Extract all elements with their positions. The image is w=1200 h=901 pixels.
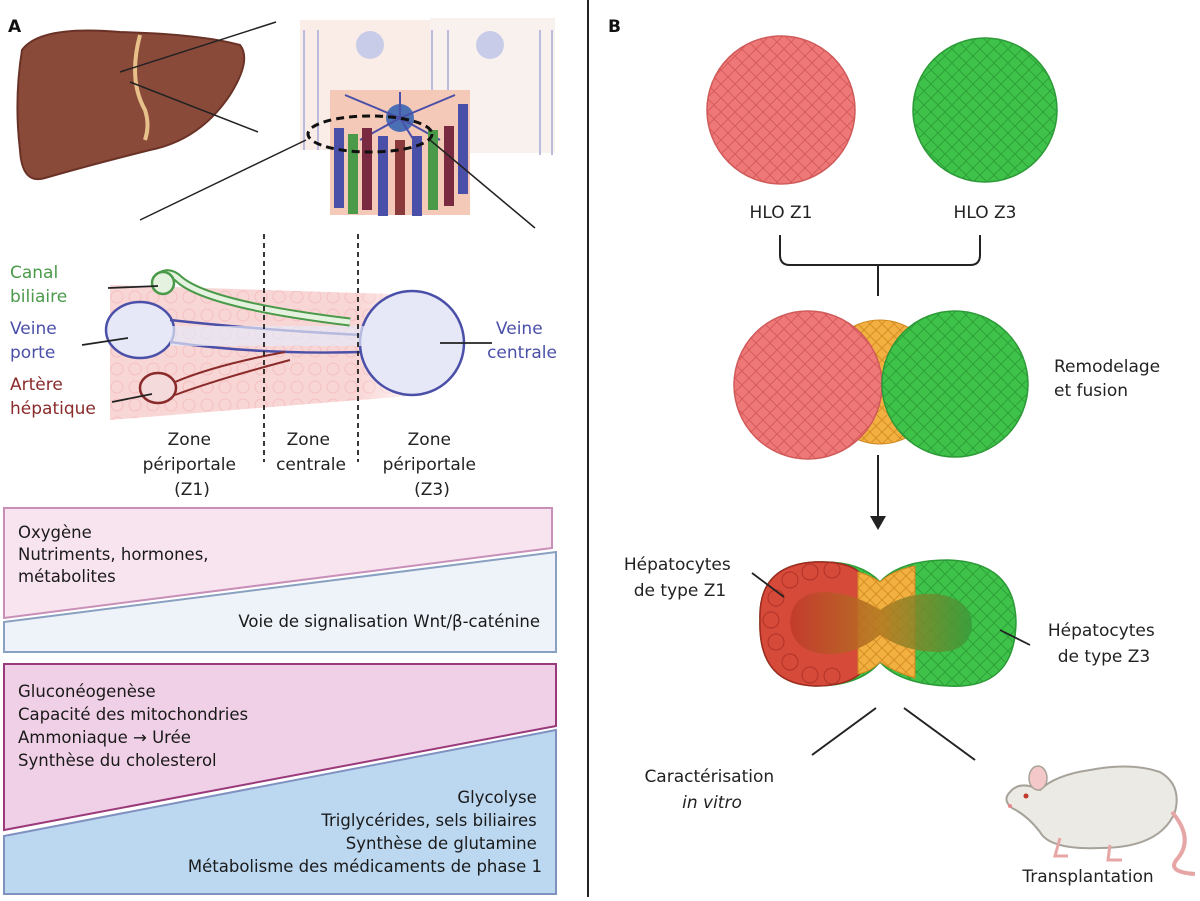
label-transplantation: Transplantation [1021,867,1153,887]
liver-illustration [16,21,277,181]
gradient-1-bottom-wedge [3,550,557,653]
hlo-z1-sphere [706,35,856,185]
label-hep-z1: Hépatocytes de type Z1 [624,555,736,601]
panel-a-letter: A [8,17,22,37]
label-fusion: Remodelage et fusion [1054,357,1166,401]
gradient-2-top-text: Gluconéogenèse Capacité des mitochondrie… [18,682,253,770]
schematic-labels: Canal biliaire Veine porte Artère hépati… [10,263,557,419]
hlo-z3-sphere [912,37,1058,183]
label-hlo-z1: HLO Z1 [750,203,813,223]
leader-hep-z3 [999,629,1031,646]
zone-schematic [81,234,492,462]
label-hep-z3: Hépatocytes de type Z3 [1048,621,1160,667]
label-artere-hepatique: Artère hépatique [10,375,96,419]
gradient-2-bottom-text: Glycolyse Triglycérides, sels biliaires … [188,788,542,876]
merge-bracket [779,235,981,266]
gradient-box-2: Gluconéogenèse Capacité des mitochondrie… [3,663,557,895]
zone-label-central: Zone centrale [276,430,346,475]
zonated-organoid [759,559,1017,687]
line-caracterisation [811,707,877,756]
label-canal-biliaire: Canal biliaire [10,263,67,307]
gradient-1-top-wedge [3,507,553,620]
line-transplantation [903,707,976,761]
label-veine-centrale: Veine centrale [487,319,557,363]
zone-label-z3: Zone périportale (Z3) [383,430,482,500]
fused-organoid [733,310,1029,460]
label-veine-porte: Veine porte [10,319,62,363]
mouse-illustration [1005,765,1196,876]
gradient-1-top-text: Oxygène Nutriments, hormones, métabolite… [18,523,214,586]
gradient-2-top-wedge [3,663,557,832]
gradient-box-1: Oxygène Nutriments, hormones, métabolite… [3,507,557,653]
arrow-head [870,516,886,530]
panel-b-letter: B [608,17,621,37]
zone-labels: Zone périportale (Z1) Zone centrale Zone… [143,430,482,500]
gradient-2-bottom-wedge [3,728,557,895]
label-hlo-z3: HLO Z3 [954,203,1017,223]
lobule-illustration [139,18,555,229]
gradient-1-bottom-text: Voie de signalisation Wnt/β-caténine [238,612,540,631]
leader-hep-z1 [751,572,785,598]
zone-label-z1: Zone périportale (Z1) [143,430,242,500]
label-caracterisation: Caractérisation in vitro [644,767,779,813]
